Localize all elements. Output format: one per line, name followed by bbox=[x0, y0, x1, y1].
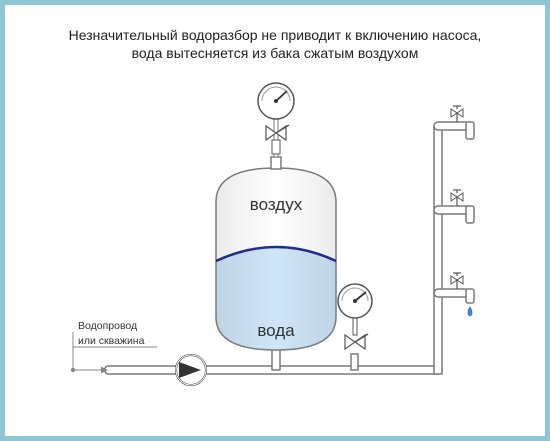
valve-icon bbox=[265, 124, 290, 155]
riser-pipe bbox=[433, 121, 475, 375]
diagram-title-line-1: Незначительный водоразбор не приводит к … bbox=[68, 27, 482, 43]
tank-membrane bbox=[215, 245, 337, 263]
branch-valve-icon bbox=[344, 317, 369, 351]
faucet-icon bbox=[450, 189, 464, 206]
flow-arrow-icon bbox=[101, 366, 108, 374]
water-drop-icon bbox=[467, 306, 473, 317]
diagram-title-line-2: вода вытесняется из бака сжатым воздухом bbox=[131, 45, 419, 61]
water-label: вода bbox=[257, 321, 295, 340]
inlet-label-line-1: Водопровод bbox=[78, 320, 137, 332]
system-diagram: воздух вода bbox=[70, 82, 475, 386]
faucet-icon bbox=[450, 105, 464, 122]
pump-icon bbox=[175, 354, 207, 386]
branch-pressure-gauge-icon bbox=[337, 283, 373, 319]
faucet-icon bbox=[450, 272, 464, 289]
pressure-gauge-icon bbox=[257, 82, 295, 120]
tank-outlet-pipe bbox=[271, 347, 281, 371]
expansion-tank: воздух вода bbox=[215, 167, 337, 351]
inlet-label-line-2: или скважина bbox=[78, 335, 145, 347]
air-label: воздух bbox=[250, 195, 303, 214]
gauge-branch-pipe bbox=[350, 353, 359, 371]
inlet-callout: Водопровод или скважина bbox=[70, 320, 157, 374]
